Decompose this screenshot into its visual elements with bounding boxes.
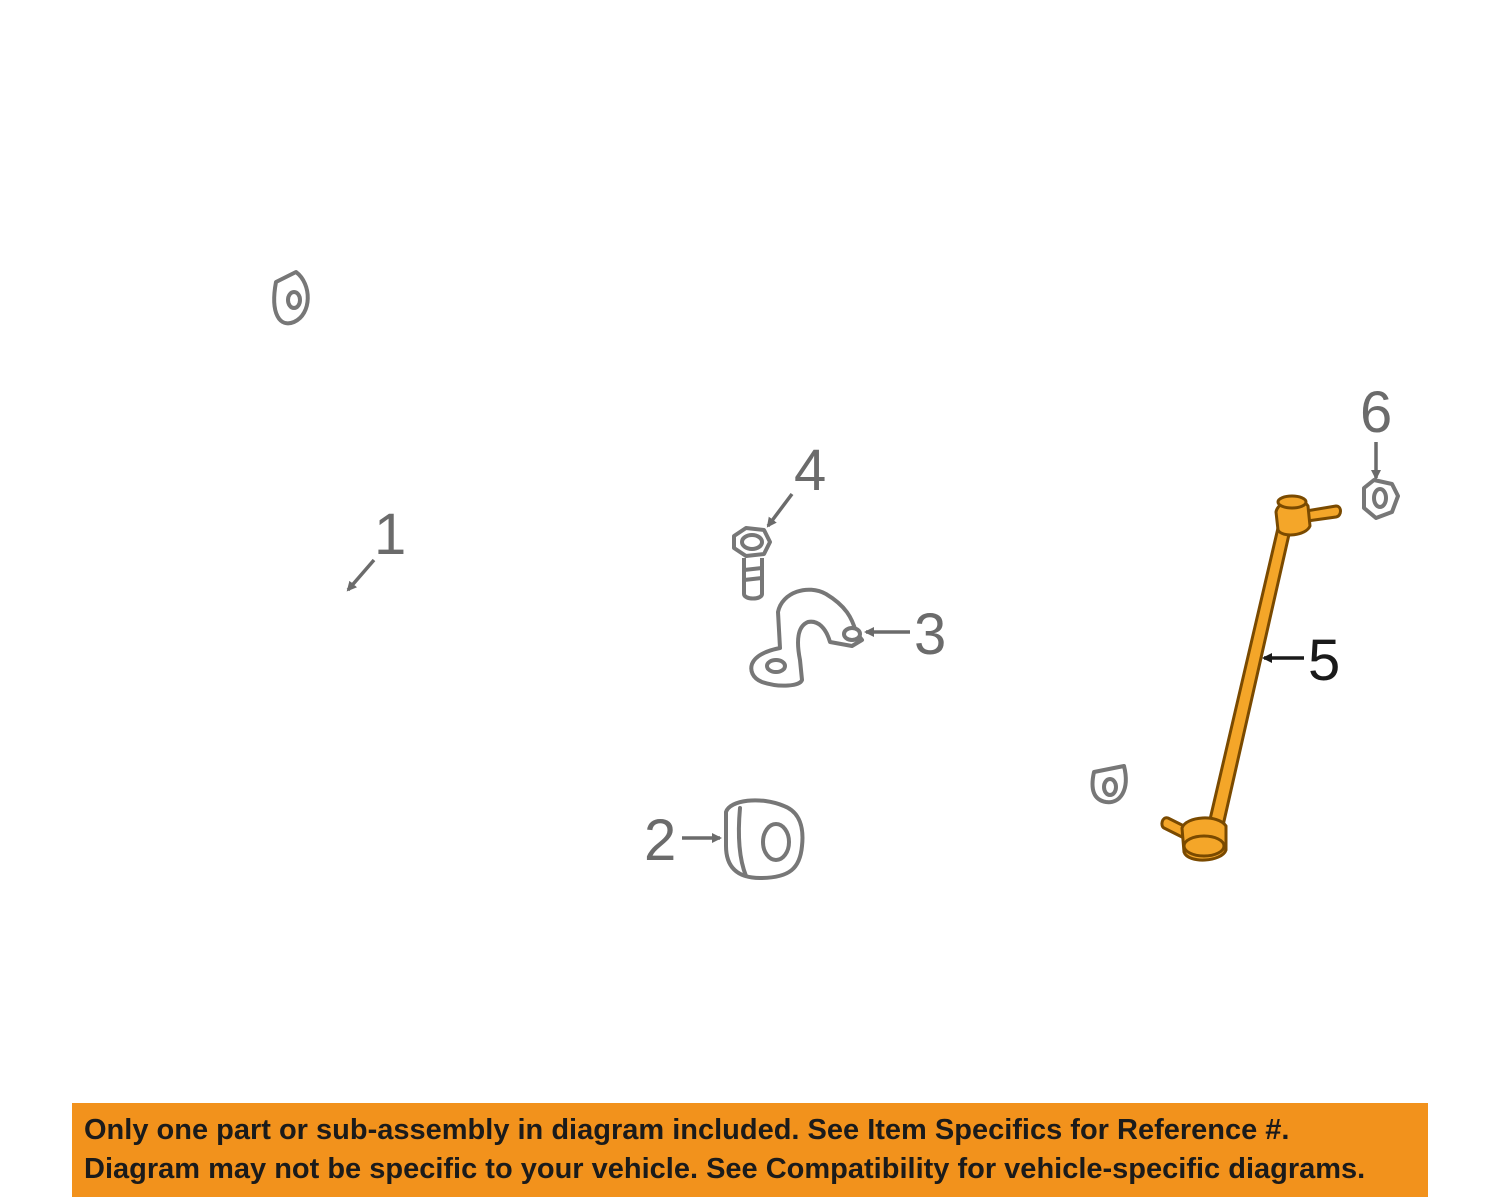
link-nut [1362, 478, 1400, 520]
disclaimer-line-2: Diagram may not be specific to your vehi… [84, 1153, 1366, 1185]
callout-3: 3 [914, 602, 946, 667]
callout-6: 6 [1360, 380, 1392, 445]
mounting-bolt [732, 526, 772, 601]
disclaimer-line-1: Only one part or sub-assembly in diagram… [84, 1114, 1290, 1146]
stabilizer-bar [128, 210, 1128, 844]
stabilizer-bushing [724, 798, 805, 880]
leader-1 [346, 558, 376, 592]
callout-1: 1 [374, 502, 406, 567]
stabilizer-link [1160, 494, 1342, 862]
callout-5: 5 [1308, 628, 1340, 693]
callout-4: 4 [794, 438, 826, 503]
callout-2: 2 [644, 808, 676, 873]
bushing-bracket [749, 587, 864, 688]
parts-diagram: 1 2 3 4 5 6 [128, 210, 1400, 880]
leader-4 [766, 492, 794, 528]
disclaimer-banner: Only one part or sub-assembly in diagram… [72, 1103, 1428, 1197]
